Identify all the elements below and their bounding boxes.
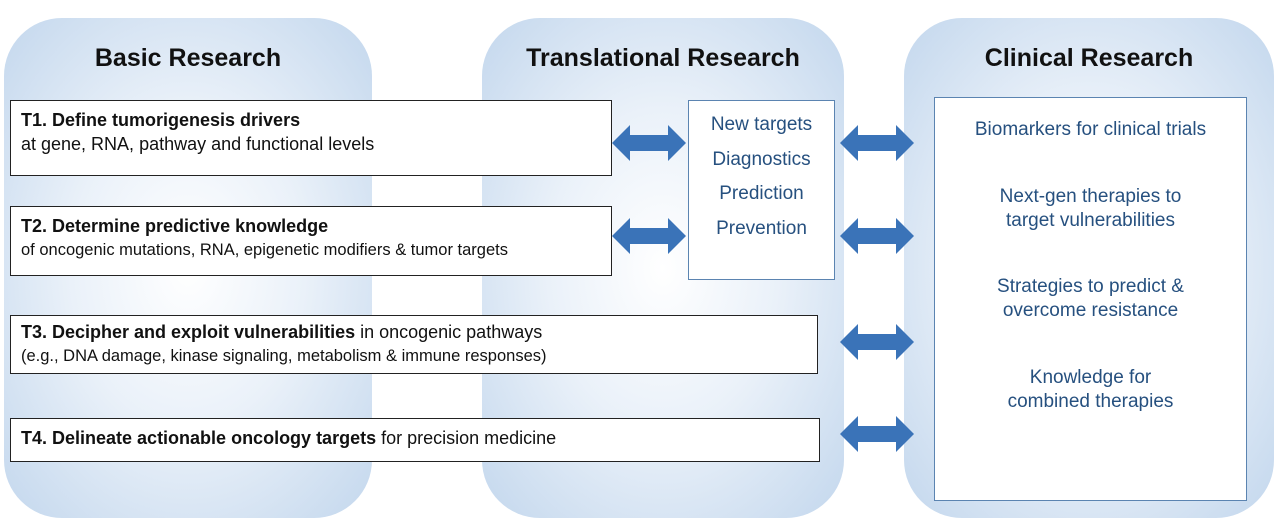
task-t2-sub: of oncogenic mutations, RNA, epigenetic … bbox=[21, 241, 508, 259]
task-t2-lead: T2. Determine predictive knowledge bbox=[21, 216, 329, 236]
clinical-item-line: Strategies to predict & bbox=[997, 276, 1184, 297]
clinical-item-line: Biomarkers for clinical trials bbox=[974, 119, 1207, 140]
clinical-item-strategies: Strategies to predict & overcome resista… bbox=[935, 275, 1246, 323]
double-arrow-icon bbox=[840, 218, 914, 254]
translational-item: Diagnostics bbox=[712, 148, 811, 170]
task-box-t2: T2. Determine predictive knowledge of on… bbox=[10, 206, 612, 276]
clinical-item-line: combined therapies bbox=[1007, 391, 1174, 412]
clinical-item-biomarkers: Biomarkers for clinical trials bbox=[935, 118, 1246, 142]
task-box-t3: T3. Decipher and exploit vulnerabilities… bbox=[10, 315, 818, 374]
task-t4-rest: for precision medicine bbox=[376, 428, 557, 448]
task-t3-sub: (e.g., DNA damage, kinase signaling, met… bbox=[21, 347, 547, 365]
task-t4-lead: T4. Delineate actionable oncology target… bbox=[21, 428, 377, 448]
clinical-item-line: Knowledge for bbox=[1029, 367, 1152, 388]
translational-research-title: Translational Research bbox=[526, 44, 800, 72]
clinical-item-knowledge: Knowledge for combined therapies bbox=[935, 366, 1246, 414]
double-arrow-icon bbox=[840, 324, 914, 360]
clinical-research-title: Clinical Research bbox=[984, 44, 1194, 72]
task-box-t4: T4. Delineate actionable oncology target… bbox=[10, 418, 820, 462]
double-arrow-icon bbox=[612, 125, 686, 161]
clinical-item-line: target vulnerabilities bbox=[1006, 210, 1175, 231]
task-t1-sub: at gene, RNA, pathway and functional lev… bbox=[21, 134, 375, 154]
clinical-box: Biomarkers for clinical trials Next-gen … bbox=[934, 97, 1247, 501]
basic-research-title: Basic Research bbox=[94, 44, 282, 72]
clinical-item-line: overcome resistance bbox=[1002, 300, 1179, 321]
translational-item: New targets bbox=[710, 114, 813, 135]
double-arrow-icon bbox=[612, 218, 686, 254]
task-t3-rest: in oncogenic pathways bbox=[355, 322, 543, 342]
translational-box: New targets Diagnostics Prediction Preve… bbox=[688, 100, 835, 280]
translational-item: Prediction bbox=[719, 183, 804, 204]
clinical-item-line: Next-gen therapies to bbox=[999, 186, 1182, 207]
task-t1-lead: T1. Define tumorigenesis drivers bbox=[21, 110, 301, 130]
double-arrow-icon bbox=[840, 416, 914, 452]
task-t3-lead: T3. Decipher and exploit vulnerabilities bbox=[21, 322, 356, 342]
translational-item: Prevention bbox=[716, 217, 807, 239]
double-arrow-icon bbox=[840, 125, 914, 161]
clinical-item-therapies: Next-gen therapies to target vulnerabili… bbox=[935, 185, 1246, 233]
task-box-t1: T1. Define tumorigenesis drivers at gene… bbox=[10, 100, 612, 176]
